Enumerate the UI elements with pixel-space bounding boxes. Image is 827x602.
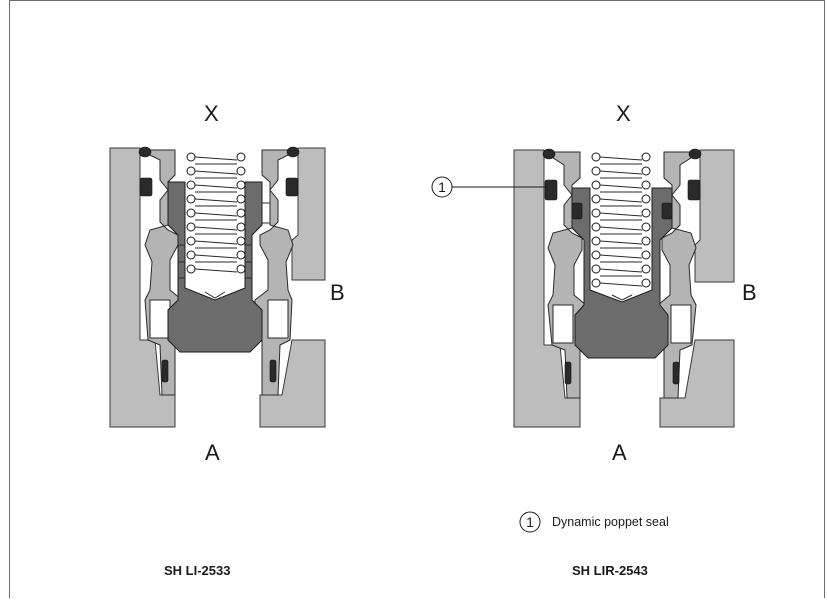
port-b-left: B (330, 280, 345, 305)
seal-right-ring (285, 177, 299, 197)
figure-frame (9, 0, 825, 598)
poppet-right-tip (611, 294, 633, 301)
housing-left-r (513, 149, 581, 428)
spring-left (186, 152, 246, 274)
port-x-left: X (204, 101, 219, 126)
seal-left-top (138, 146, 152, 158)
valve-right (431, 148, 735, 428)
seal-right-bottom-r (672, 361, 680, 385)
seal-left-top-r (542, 148, 556, 160)
port-a-left: A (205, 440, 220, 465)
poppet-left-threads (178, 244, 252, 279)
seal-right-top-r (688, 148, 702, 160)
spring-right (591, 152, 651, 288)
window-right-lower-r (670, 304, 692, 344)
callout-number: 1 (438, 179, 446, 195)
legend-marker-circle (519, 511, 541, 533)
port-x-right: X (616, 101, 631, 126)
seal-right-ring-r (687, 179, 701, 201)
port-a-right: A (612, 440, 627, 465)
poppet-left-tip (204, 291, 226, 299)
valve-left (109, 146, 326, 428)
housing-right (291, 147, 326, 281)
window-right-lower (267, 299, 289, 339)
housing-left (109, 147, 176, 428)
poppet-left (167, 181, 263, 353)
seal-left-inner-r (571, 202, 583, 220)
dynamic-poppet-seal-left (544, 179, 558, 201)
seal-right-inner-r (661, 202, 673, 220)
seal-left-bottom (161, 359, 169, 383)
window-left-lower-r (552, 304, 574, 344)
legend-text: Dynamic poppet seal (552, 515, 669, 529)
seal-right-bottom (269, 359, 277, 383)
legend-marker-number: 1 (526, 514, 534, 530)
housing-right-r (694, 149, 735, 283)
model-label-right: SH LIR-2543 (572, 563, 648, 578)
seal-right-top (286, 146, 300, 158)
seal-left-bottom-r (564, 361, 572, 385)
model-label-left: SH LI-2533 (164, 563, 231, 578)
poppet-right (571, 187, 673, 359)
window-left-lower (149, 299, 171, 339)
housing-right-lower-r (659, 339, 735, 428)
housing-right-lower (259, 339, 326, 428)
seal-left-ring (139, 177, 153, 197)
port-b-right: B (742, 280, 757, 305)
